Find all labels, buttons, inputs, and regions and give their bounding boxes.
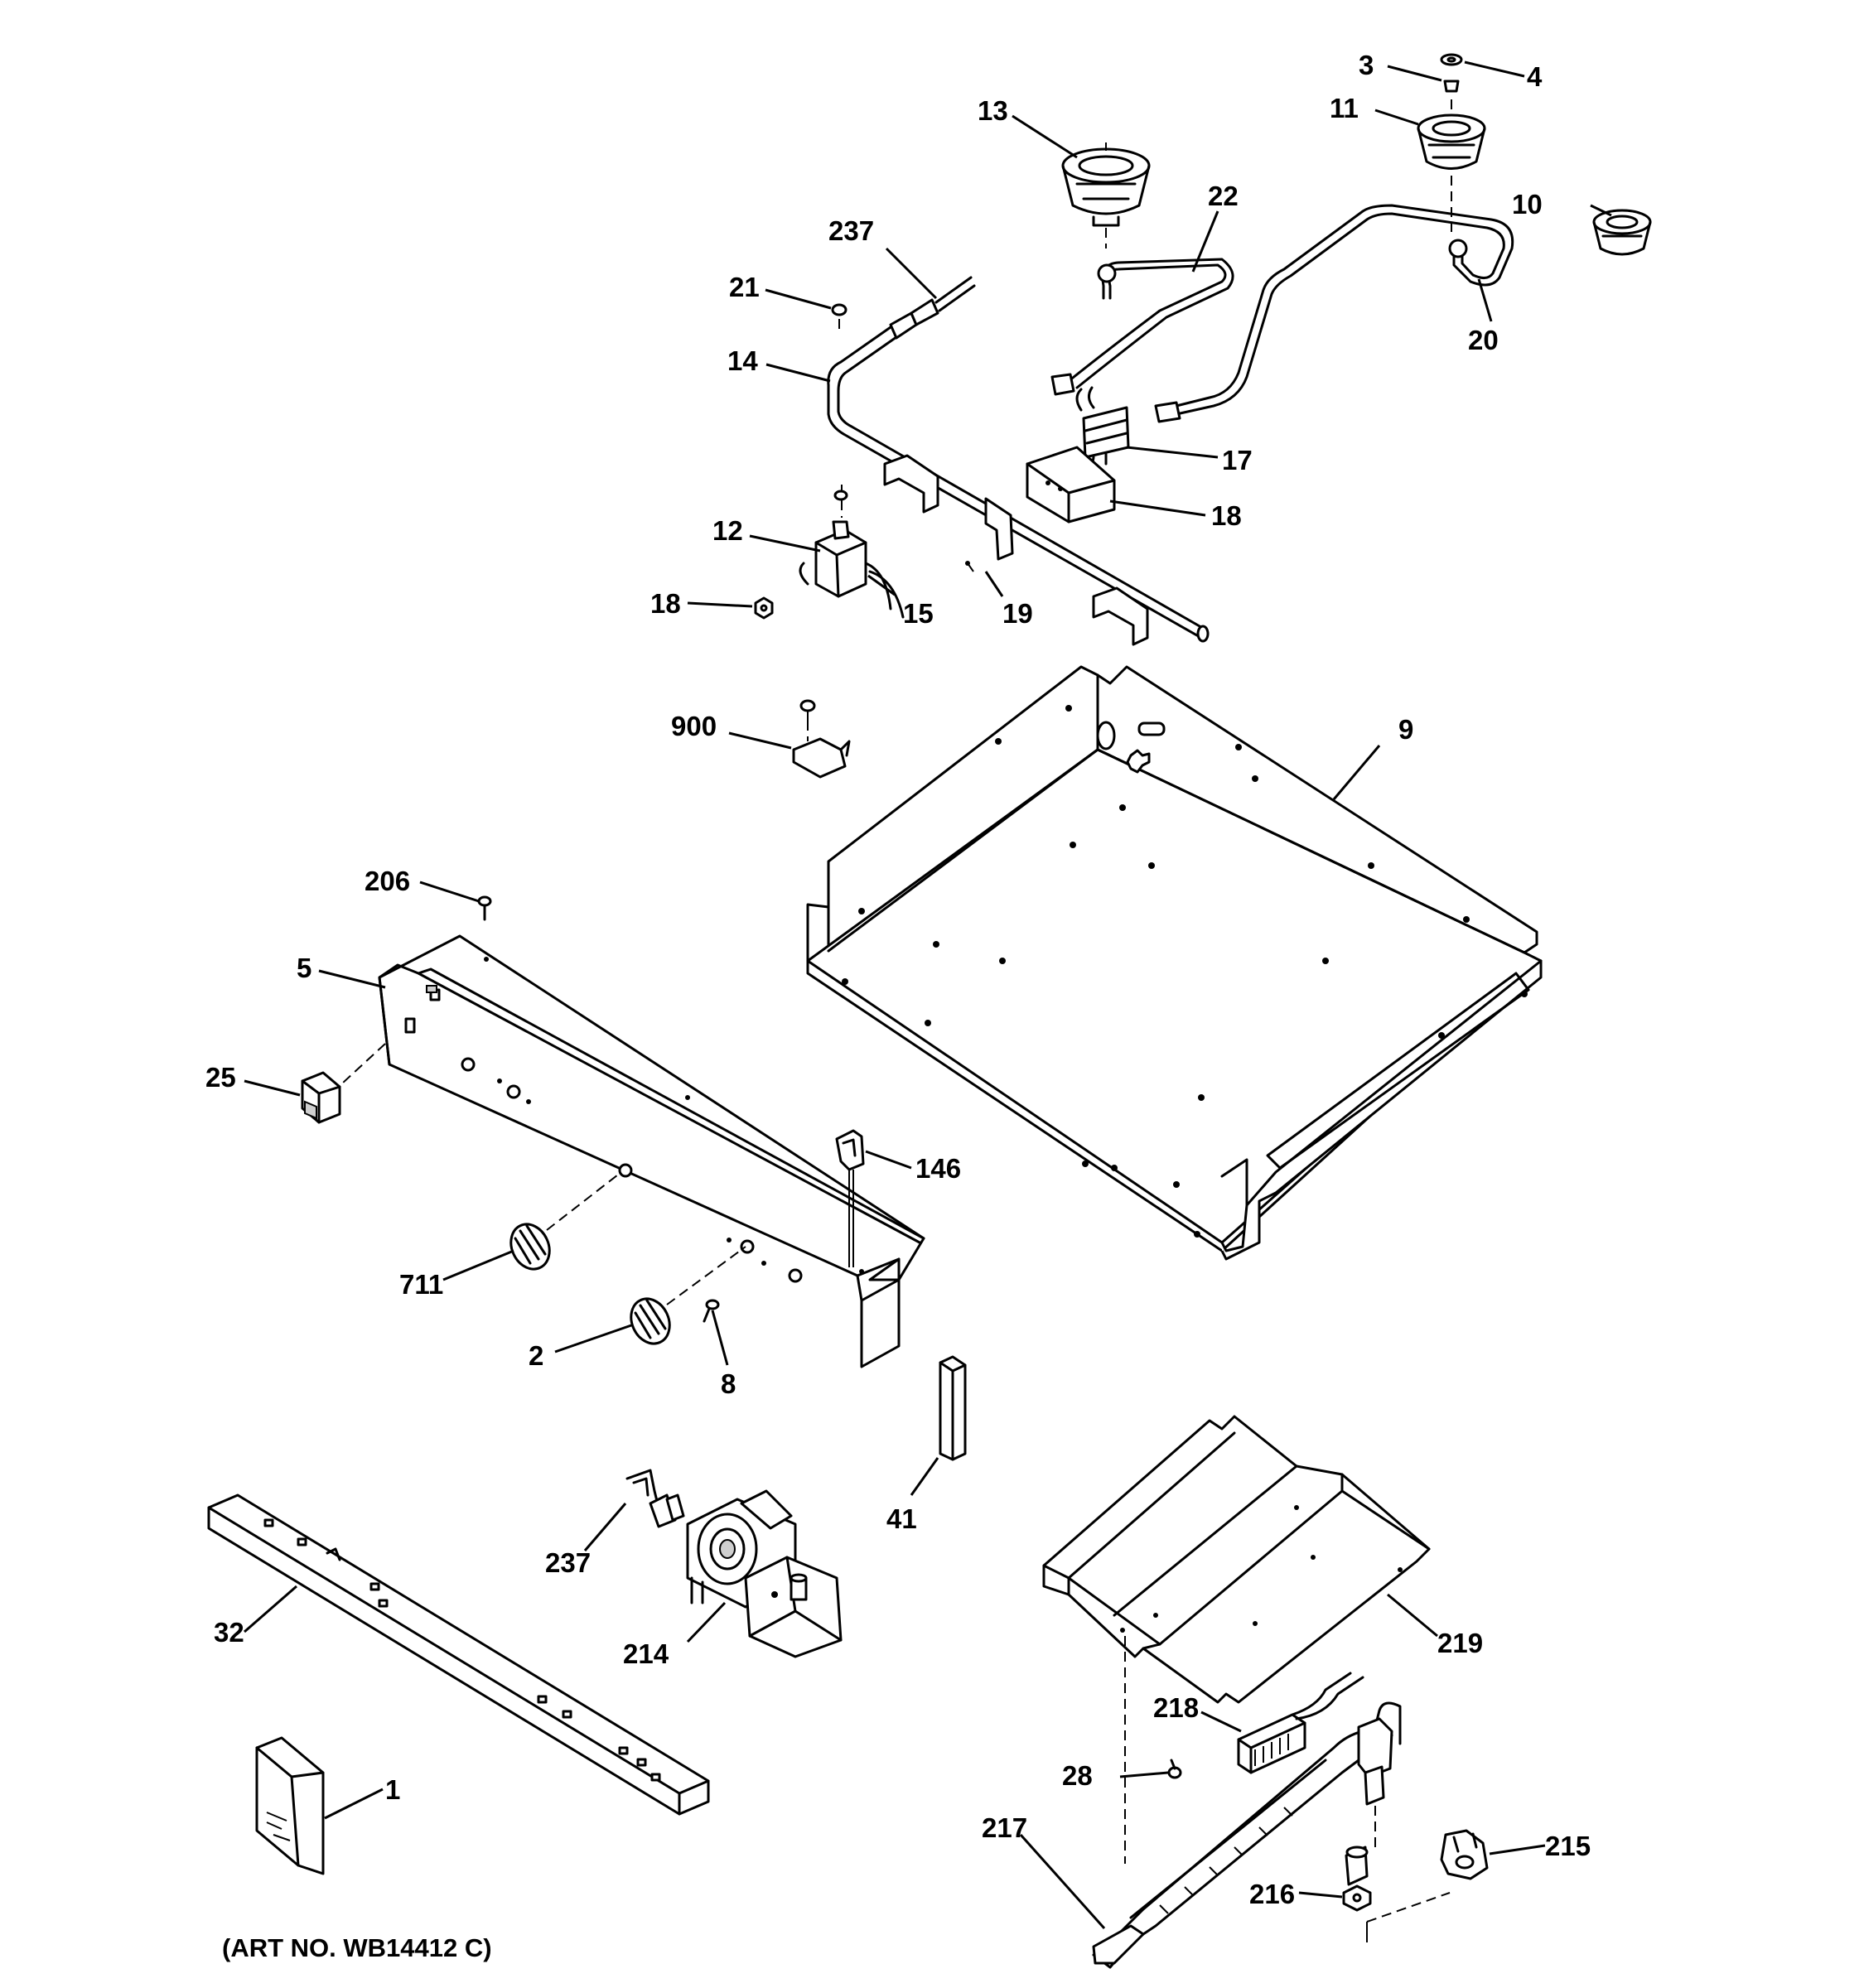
end-cap-41[interactable] <box>939 1355 967 1461</box>
literature-packet-1[interactable] <box>255 1736 325 1875</box>
label-237-bottom: 237 <box>545 1547 591 1578</box>
screw-206[interactable] <box>477 895 492 921</box>
label-218: 218 <box>1153 1692 1199 1723</box>
burner-tube-20[interactable] <box>1154 204 1514 423</box>
label-19: 19 <box>1002 598 1033 629</box>
clip-146[interactable] <box>835 1129 865 1267</box>
burner-head-13[interactable] <box>1061 142 1151 248</box>
orifice-216[interactable] <box>1342 1846 1451 1942</box>
bracket-900[interactable] <box>792 699 851 779</box>
burner-box-9[interactable] <box>806 665 1543 1261</box>
label-18-top: 18 <box>1211 500 1242 531</box>
label-216: 216 <box>1249 1879 1295 1909</box>
rail-32[interactable] <box>207 1493 710 1816</box>
label-900: 900 <box>671 711 717 741</box>
pipe-fitting-237-top[interactable] <box>889 276 976 340</box>
label-214: 214 <box>623 1638 669 1669</box>
nut-18-left[interactable] <box>754 596 774 620</box>
broil-shield-219[interactable] <box>1042 1415 1431 1864</box>
label-25: 25 <box>205 1062 236 1093</box>
label-13: 13 <box>978 95 1008 126</box>
burner-tube-22[interactable] <box>1050 258 1234 396</box>
orifice-bracket-215[interactable] <box>1440 1829 1489 1880</box>
burner-orifice-holder[interactable] <box>1357 1717 1393 1847</box>
burner-head-10[interactable] <box>1592 209 1652 256</box>
label-28: 28 <box>1062 1760 1093 1791</box>
part-labels: 3 4 11 13 10 22 237 21 20 14 17 18 12 15… <box>205 50 1591 1962</box>
label-1: 1 <box>385 1774 400 1805</box>
label-9: 9 <box>1398 714 1413 745</box>
label-8: 8 <box>721 1368 736 1399</box>
igniter-bracket-18-top[interactable] <box>1026 446 1116 524</box>
screw-28[interactable] <box>1167 1759 1182 1779</box>
control-panel-5[interactable] <box>331 934 925 1368</box>
burner-washer-4[interactable] <box>1440 53 1463 66</box>
label-3: 3 <box>1359 50 1374 80</box>
label-22: 22 <box>1208 181 1239 211</box>
screw-19[interactable] <box>965 561 974 572</box>
label-11: 11 <box>1330 93 1359 123</box>
label-12: 12 <box>712 515 743 546</box>
screw-21[interactable] <box>831 303 847 331</box>
burner-screw-3[interactable] <box>1443 80 1460 93</box>
screw-8[interactable] <box>703 1299 720 1323</box>
fitting-237-bottom[interactable] <box>625 1469 685 1528</box>
valve-12[interactable] <box>799 485 905 619</box>
label-10: 10 <box>1512 189 1543 220</box>
label-206: 206 <box>365 866 410 896</box>
label-14: 14 <box>727 345 758 376</box>
label-32: 32 <box>214 1617 244 1648</box>
knob-2[interactable] <box>624 1246 746 1350</box>
label-215: 215 <box>1545 1831 1591 1861</box>
label-237-top: 237 <box>828 215 874 246</box>
burner-head-11[interactable] <box>1417 99 1486 232</box>
label-18-left: 18 <box>650 588 681 619</box>
label-5: 5 <box>297 953 311 983</box>
igniter-218[interactable] <box>1237 1672 1364 1774</box>
oven-valve-214[interactable] <box>686 1489 843 1658</box>
knob-711[interactable] <box>504 1171 622 1276</box>
label-217: 217 <box>982 1812 1027 1843</box>
label-711: 711 <box>399 1269 443 1300</box>
label-2: 2 <box>529 1340 543 1371</box>
art-number: (ART NO. WB14412 C) <box>222 1933 492 1962</box>
label-146: 146 <box>915 1153 961 1184</box>
label-15: 15 <box>903 598 934 629</box>
label-20: 20 <box>1468 325 1499 355</box>
label-41: 41 <box>886 1503 917 1534</box>
manifold-bracket[interactable] <box>883 454 1149 646</box>
broil-burner-217[interactable] <box>1092 1701 1402 1969</box>
label-4: 4 <box>1527 61 1543 92</box>
label-21: 21 <box>729 272 760 302</box>
label-219: 219 <box>1437 1628 1483 1658</box>
leader-lines <box>244 60 1612 1929</box>
clip-25[interactable] <box>301 1071 341 1124</box>
label-17: 17 <box>1222 445 1253 475</box>
